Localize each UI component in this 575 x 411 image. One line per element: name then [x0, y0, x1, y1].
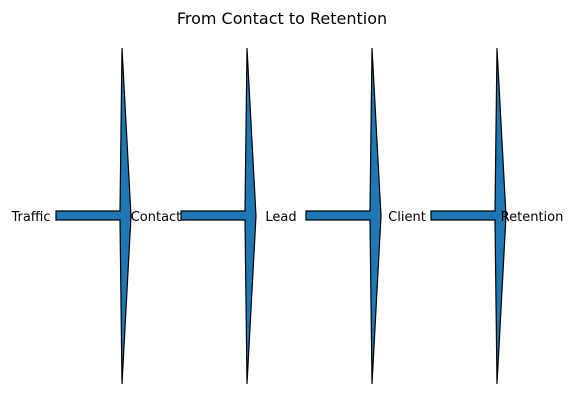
- arrow-1: [55, 47, 132, 385]
- arrow-2: [180, 47, 257, 385]
- arrow-4-shape: [430, 47, 507, 385]
- arrow-2-shape: [180, 47, 257, 385]
- stage-label-contact: Contact: [131, 210, 182, 225]
- stage-label-lead: Lead: [265, 210, 296, 225]
- arrow-3: [305, 47, 382, 385]
- arrow-1-shape: [55, 47, 132, 385]
- arrow-3-shape: [305, 47, 382, 385]
- stage-label-traffic: Traffic: [10, 210, 50, 225]
- diagram-title: From Contact to Retention: [177, 9, 387, 28]
- stage-label-retention: Retention: [501, 210, 564, 225]
- arrow-4: [430, 47, 507, 385]
- stage-label-client: Client: [388, 210, 426, 225]
